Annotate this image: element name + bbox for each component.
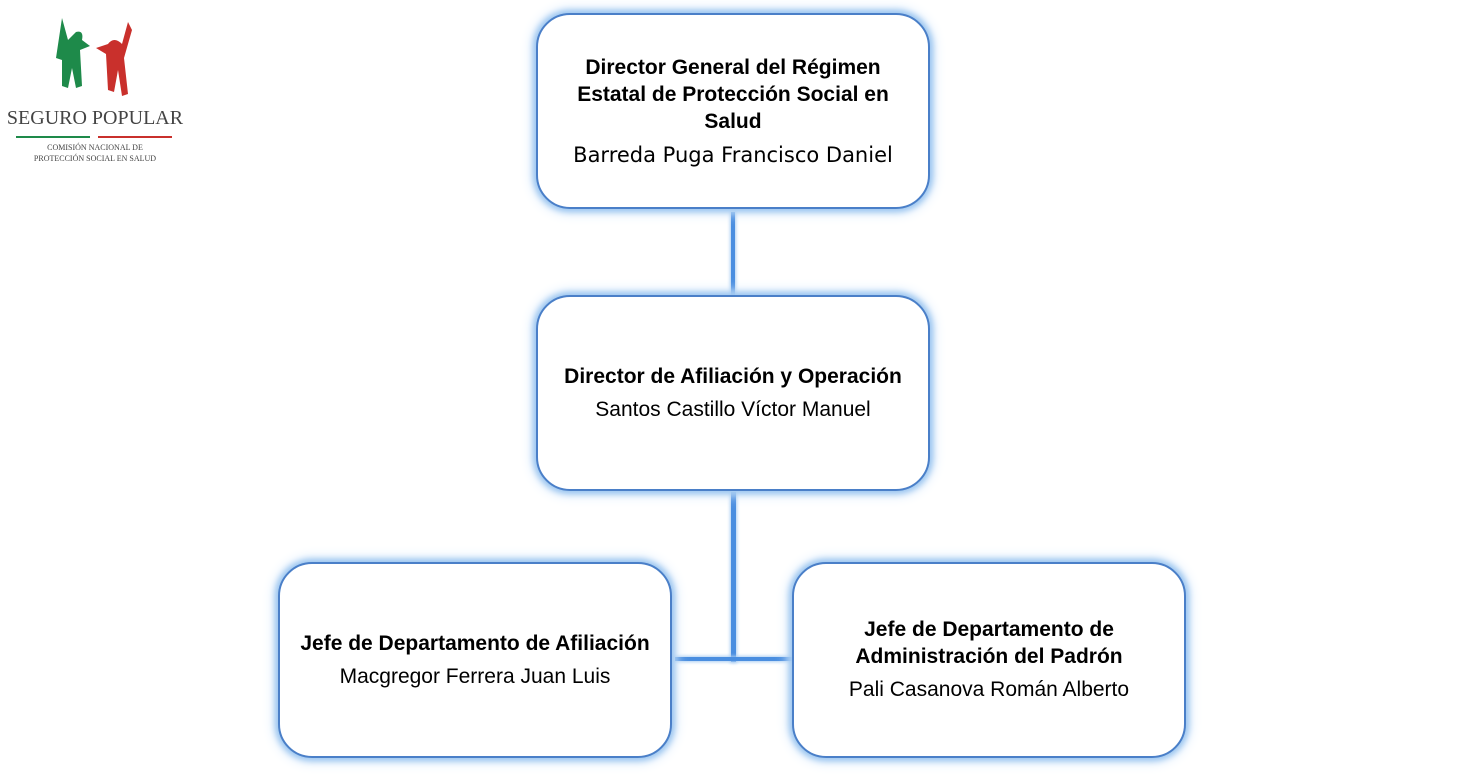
logo-subtitle-1: COMISIÓN NACIONAL DE [47, 143, 143, 152]
node-title: Jefe de Departamento de Afiliación [300, 631, 650, 655]
logo-brand: SEGURO POPULAR [6, 107, 184, 129]
org-node-jefe-padron: Jefe de Departamento de Administración d… [792, 562, 1186, 758]
logo-subtitle-2: PROTECCIÓN SOCIAL EN SALUD [33, 154, 157, 163]
node-name: Barreda Puga Francisco Daniel [573, 142, 893, 167]
node-name: Pali Casanova Román Alberto [848, 678, 1130, 701]
connector-top-mid [731, 212, 735, 296]
children-figures-icon [56, 18, 132, 96]
connector-mid-down [731, 492, 736, 662]
node-title: Director de Afiliación y Operación [564, 364, 902, 388]
org-node-director-afiliacion: Director de Afiliación y Operación Santo… [536, 295, 930, 491]
org-node-director-general: Director General del Régimen Estatal de … [536, 13, 930, 209]
node-title: Jefe de Departamento de Administración d… [855, 618, 1123, 668]
node-name: Santos Castillo Víctor Manuel [595, 397, 871, 421]
node-title: Director General del Régimen Estatal de … [577, 55, 889, 133]
logo-red-rule [98, 136, 172, 138]
seguro-popular-logo: SEGURO POPULAR COMISIÓN NACIONAL DE PROT… [6, 10, 184, 175]
org-node-jefe-afiliacion: Jefe de Departamento de Afiliación Macgr… [278, 562, 672, 758]
logo-green-rule [16, 136, 90, 138]
connector-horizontal [675, 657, 792, 661]
node-name: Macgregor Ferrera Juan Luis [339, 664, 611, 688]
